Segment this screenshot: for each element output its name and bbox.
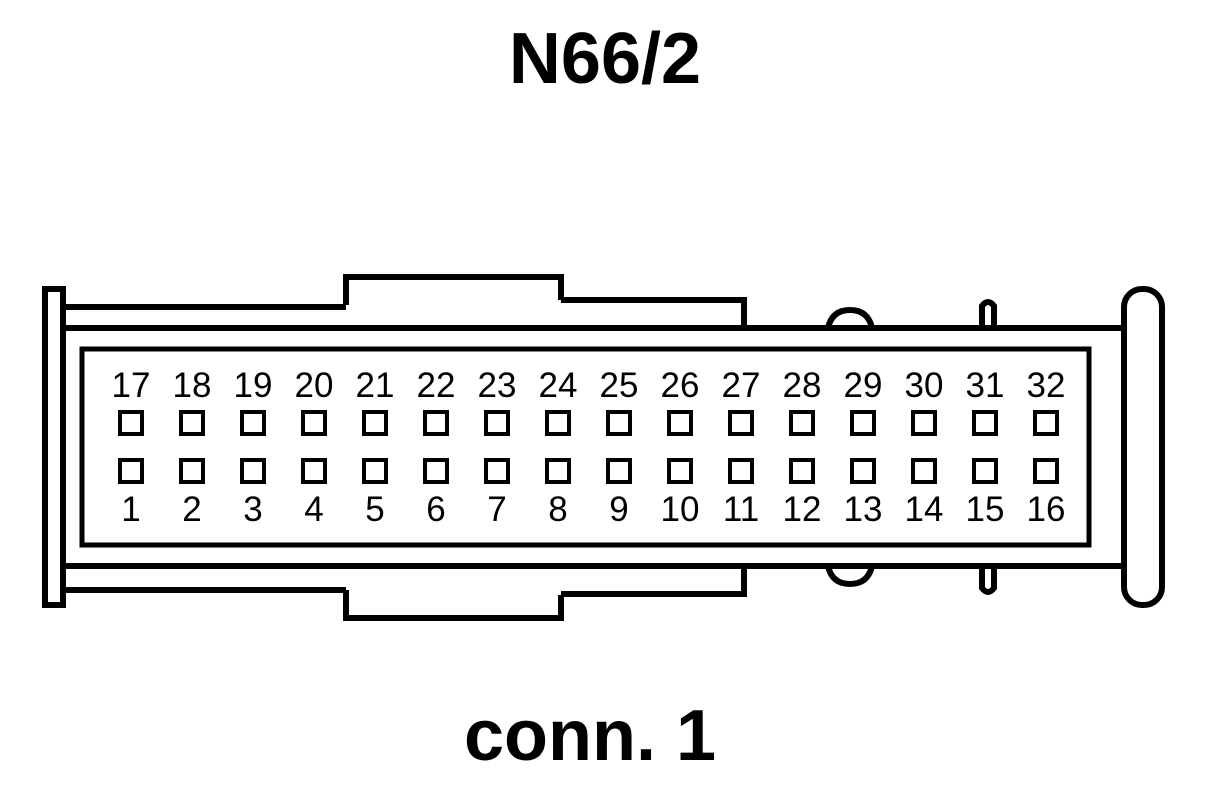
pin-socket xyxy=(484,410,510,436)
pin-socket xyxy=(545,458,571,484)
pin-socket xyxy=(789,410,815,436)
pin-socket xyxy=(118,458,144,484)
pin-number: 17 xyxy=(112,366,151,405)
pin-number: 10 xyxy=(661,490,700,529)
pin-socket xyxy=(1033,458,1059,484)
connector-housing xyxy=(42,274,1165,621)
upper-shroud-outline xyxy=(561,297,747,328)
pin-number: 18 xyxy=(173,366,212,405)
pin-socket xyxy=(911,410,937,436)
pin-number: 11 xyxy=(723,490,759,529)
pin-number: 31 xyxy=(966,366,1005,405)
pin-frame xyxy=(79,346,1092,548)
pin-socket xyxy=(972,410,998,436)
pin-number: 12 xyxy=(783,490,822,529)
pin-socket xyxy=(240,458,266,484)
pin-socket xyxy=(240,410,266,436)
pin-number: 3 xyxy=(243,490,262,529)
pin-number: 8 xyxy=(548,490,567,529)
pin-number: 28 xyxy=(783,366,822,405)
pin-number: 5 xyxy=(365,490,384,529)
top-latch xyxy=(343,274,564,305)
connector-title: N66/2 xyxy=(509,19,701,99)
pin-socket xyxy=(911,458,937,484)
lower-shroud-outline xyxy=(561,566,747,597)
pin-number: 6 xyxy=(426,490,445,529)
pin-number: 16 xyxy=(1027,490,1066,529)
pin-socket xyxy=(850,410,876,436)
pin-number: 25 xyxy=(600,366,639,405)
pin-socket xyxy=(301,458,327,484)
pin-number: 23 xyxy=(478,366,517,405)
pin-socket xyxy=(484,458,510,484)
pin-socket xyxy=(423,458,449,484)
pin-socket xyxy=(728,458,754,484)
pin-socket xyxy=(179,458,205,484)
pin-number: 14 xyxy=(905,490,944,529)
top-peg xyxy=(979,299,997,328)
pin-socket xyxy=(423,410,449,436)
connector-subtitle: conn. 1 xyxy=(464,696,716,776)
pin-number: 15 xyxy=(966,490,1005,529)
bottom-latch xyxy=(343,590,564,621)
bottom-peg xyxy=(979,566,997,595)
pin-socket xyxy=(606,458,632,484)
pin-socket xyxy=(850,458,876,484)
pin-number: 1 xyxy=(121,490,140,529)
bottom-bump xyxy=(825,565,875,588)
pin-socket xyxy=(606,410,632,436)
pin-number: 19 xyxy=(234,366,273,405)
pin-number: 9 xyxy=(609,490,628,529)
pin-socket xyxy=(301,410,327,436)
pin-number: 4 xyxy=(304,490,323,529)
pin-number: 29 xyxy=(844,366,883,405)
top-pin-row: 17 18 19 20 21 22 23 24 25 26 27 28 29 30 31 32 xyxy=(112,366,1066,436)
pin-socket xyxy=(667,458,693,484)
pin-socket xyxy=(1033,410,1059,436)
pin-number: 20 xyxy=(295,366,334,405)
left-end-plate xyxy=(42,286,66,608)
pin-socket xyxy=(545,410,571,436)
pin-number: 22 xyxy=(417,366,456,405)
pin-number: 30 xyxy=(905,366,944,405)
pin-socket xyxy=(972,458,998,484)
pin-number: 7 xyxy=(487,490,506,529)
pin-socket xyxy=(179,410,205,436)
pin-number: 26 xyxy=(661,366,700,405)
pin-number: 13 xyxy=(844,490,883,529)
pin-number: 24 xyxy=(539,366,578,405)
pin-number: 2 xyxy=(182,490,201,529)
pin-socket xyxy=(667,410,693,436)
pin-number: 32 xyxy=(1027,366,1066,405)
pin-socket xyxy=(789,458,815,484)
pin-socket xyxy=(728,410,754,436)
top-bump xyxy=(825,306,875,329)
pin-socket xyxy=(118,410,144,436)
pin-number: 27 xyxy=(722,366,761,405)
pin-socket xyxy=(362,410,388,436)
right-end-cap xyxy=(1121,286,1165,608)
pin-number: 21 xyxy=(356,366,395,405)
pin-socket xyxy=(362,458,388,484)
